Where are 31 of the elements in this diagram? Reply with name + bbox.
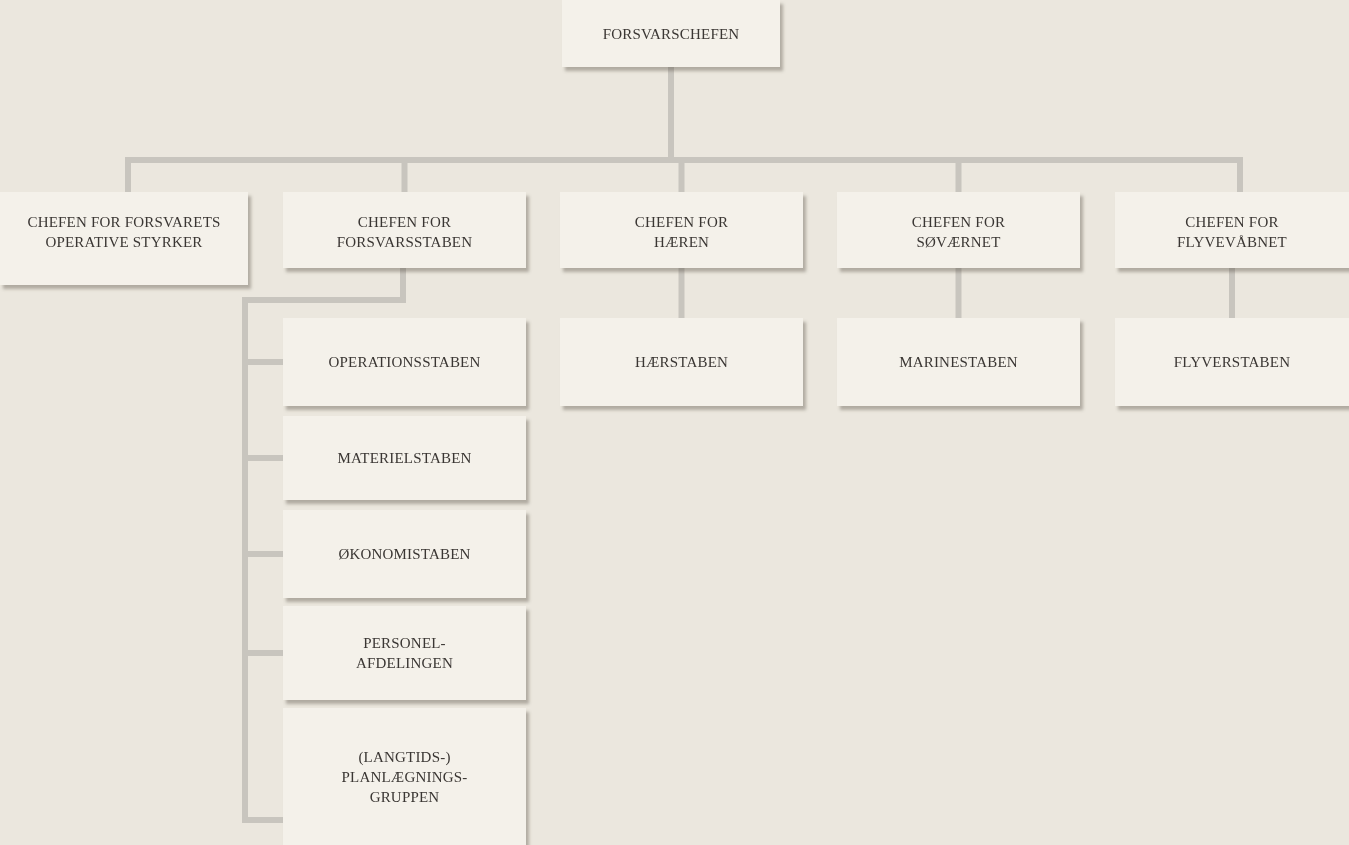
org-box — [283, 708, 526, 845]
org-box — [283, 416, 526, 500]
org-box — [1115, 192, 1349, 268]
box-label: CHEFEN FOR FORSVARSSTABEN — [335, 213, 474, 252]
box-label: CHEFEN FOR FORSVARETS OPERATIVE STYRKER — [26, 213, 222, 252]
box-label: FLYVERSTABEN — [1173, 353, 1291, 372]
org-box — [837, 318, 1080, 406]
box-label: PERSONEL- AFDELINGEN — [355, 634, 454, 673]
org-box — [283, 510, 526, 598]
box-label: CHEFEN FOR HÆREN — [633, 213, 730, 252]
org-box — [0, 192, 248, 285]
org-box — [283, 192, 526, 268]
org-box — [562, 0, 780, 67]
org-box — [283, 318, 526, 406]
box-label: CHEFEN FOR FLYVEVÅBNET — [1176, 213, 1288, 252]
org-box — [560, 318, 803, 406]
connector-line — [955, 268, 962, 318]
connector-line — [678, 268, 685, 318]
org-box — [283, 606, 526, 700]
org-box — [1115, 318, 1349, 406]
box-label: HÆRSTABEN — [634, 353, 729, 372]
box-label: ØKONOMISTABEN — [338, 545, 471, 564]
connector-line — [1229, 268, 1235, 318]
box-label: FORSVARSCHEFEN — [602, 24, 740, 44]
org-box — [837, 192, 1080, 268]
box-label: MATERIELSTABEN — [337, 449, 472, 468]
box-label: OPERATIONSSTABEN — [328, 353, 481, 372]
org-box — [560, 192, 803, 268]
box-label: (LANGTIDS-) PLANLÆGNINGS- GRUPPEN — [340, 747, 469, 807]
box-label: CHEFEN FOR SØVÆRNET — [910, 213, 1007, 252]
box-label: MARINESTABEN — [899, 353, 1018, 372]
